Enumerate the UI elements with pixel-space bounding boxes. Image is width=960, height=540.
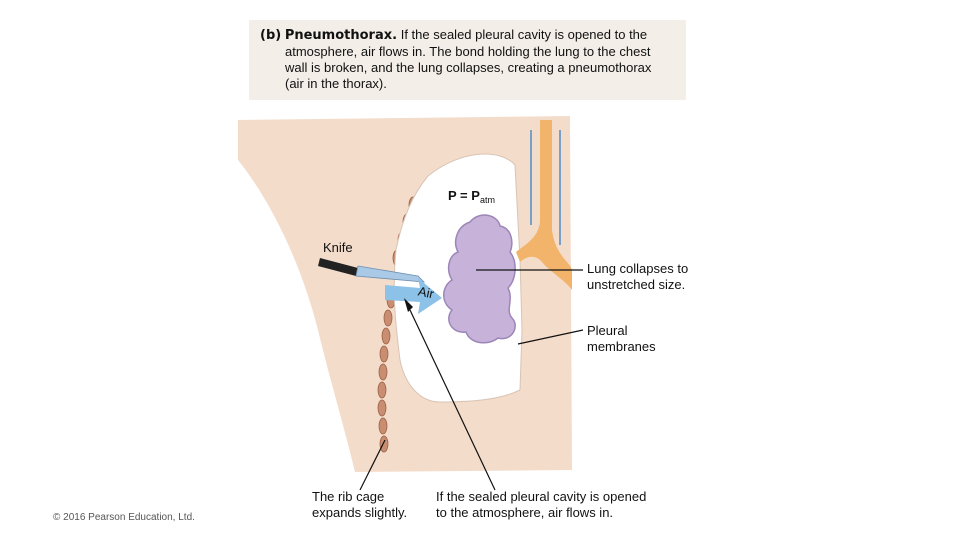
airway-rings [530, 130, 561, 245]
air-flow-arrow [385, 278, 442, 314]
leader-arrowhead [404, 298, 413, 312]
pleural-membranes-label: Pleural membranes [587, 323, 656, 354]
caption-line-4: (air in the thorax). [285, 76, 387, 91]
knife-label: Knife [323, 240, 353, 255]
pleural-opened-label: If the sealed pleural cavity is opened t… [436, 489, 647, 520]
pressure-label: P = Patm [448, 188, 495, 205]
caption-title: Pneumothorax. [284, 28, 398, 43]
knife-handle [318, 258, 358, 276]
air-label: Air [416, 283, 436, 302]
rib-cage-label: The rib cage expands slightly. [312, 489, 408, 520]
caption-line-1: If the sealed pleural cavity is opened t… [400, 27, 648, 42]
collapsed-lung [443, 214, 516, 344]
pressure-main: P = P [448, 188, 480, 203]
knife [318, 258, 426, 283]
pressure-subscript: atm [479, 195, 495, 205]
caption-label: (b) [260, 28, 282, 43]
figure-caption-box: (b) Pneumothorax. If the sealed pleural … [249, 20, 686, 100]
lung-collapses-label: Lung collapses to unstretched size. [587, 261, 689, 292]
figure-caption: (b) Pneumothorax. If the sealed pleural … [260, 27, 690, 92]
airway [516, 120, 572, 290]
knife-blade [355, 265, 426, 283]
caption-line-2: atmosphere, air flows in. The bond holdi… [285, 44, 651, 59]
caption-line-3: wall is broken, and the lung collapses, … [285, 60, 652, 75]
copyright-notice: © 2016 Pearson Education, Ltd. [53, 512, 195, 523]
leader-lines [359, 269, 584, 491]
